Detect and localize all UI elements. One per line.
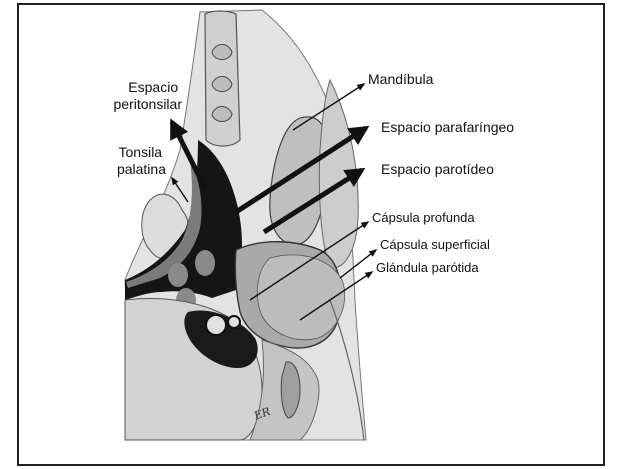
label-espacio-peritonsilar-line2: peritonsilar [114, 96, 183, 112]
tooth-1 [212, 45, 232, 60]
label-espacio-peritonsilar-line1: Espacio [128, 79, 178, 95]
label-espacio-parotideo: Espacio parotídeo [381, 161, 494, 177]
label-mandibula: Mandíbula [368, 71, 434, 87]
label-capsula-profunda: Cápsula profunda [372, 210, 475, 225]
vessel-oval-2 [168, 263, 188, 287]
label-tonsila-palatina: Tonsila palatina [117, 144, 166, 177]
vessel-oval-1 [195, 250, 215, 276]
vein-circle [228, 316, 240, 328]
label-glandula-parotida: Glándula parótida [376, 260, 479, 275]
tooth-2 [212, 77, 232, 92]
artery-circle [206, 315, 226, 335]
label-capsula-superficial: Cápsula superficial [380, 237, 490, 252]
label-espacio-parafaringeo: Espacio parafaríngeo [381, 119, 514, 135]
tooth-3 [212, 107, 232, 122]
parotid-gland [257, 255, 344, 340]
label-tonsila-palatina-line1: Tonsila [119, 144, 163, 160]
label-tonsila-palatina-line2: palatina [117, 161, 166, 177]
